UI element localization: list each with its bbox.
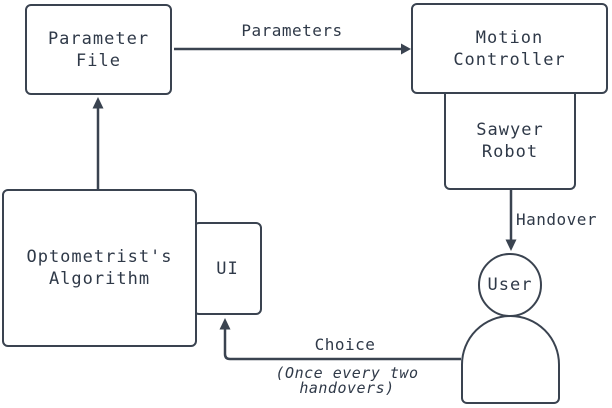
optometrists-algorithm-label: Optometrist's Algorithm xyxy=(26,247,173,289)
handover-arrow xyxy=(505,189,517,251)
parameter-file-label: Parameter File xyxy=(47,28,150,71)
parameter-file-node: Parameter File xyxy=(25,4,172,95)
optometrists-algorithm-node: Optometrist's Algorithm xyxy=(2,189,197,347)
user-label: User xyxy=(487,275,533,295)
user-torso-icon xyxy=(461,315,560,404)
ui-label: UI xyxy=(216,258,239,279)
ui-node: UI xyxy=(193,222,262,315)
sawyer-robot-node: Sawyer Robot xyxy=(444,94,576,190)
choice-edge-label: Choice xyxy=(314,335,376,354)
motion-controller-label: Motion Controller xyxy=(453,27,566,70)
choice-edge-note: (Once every two handovers) xyxy=(275,364,419,397)
algorithm-to-parameter-file-arrow xyxy=(92,97,104,189)
parameters-edge-label: Parameters xyxy=(241,21,343,40)
handover-edge-label: Handover xyxy=(516,210,598,229)
user-head-icon: User xyxy=(478,253,542,317)
motion-controller-node: Motion Controller xyxy=(411,3,608,94)
sawyer-robot-label: Sawyer Robot xyxy=(476,120,544,162)
parameters-arrow xyxy=(174,43,411,55)
